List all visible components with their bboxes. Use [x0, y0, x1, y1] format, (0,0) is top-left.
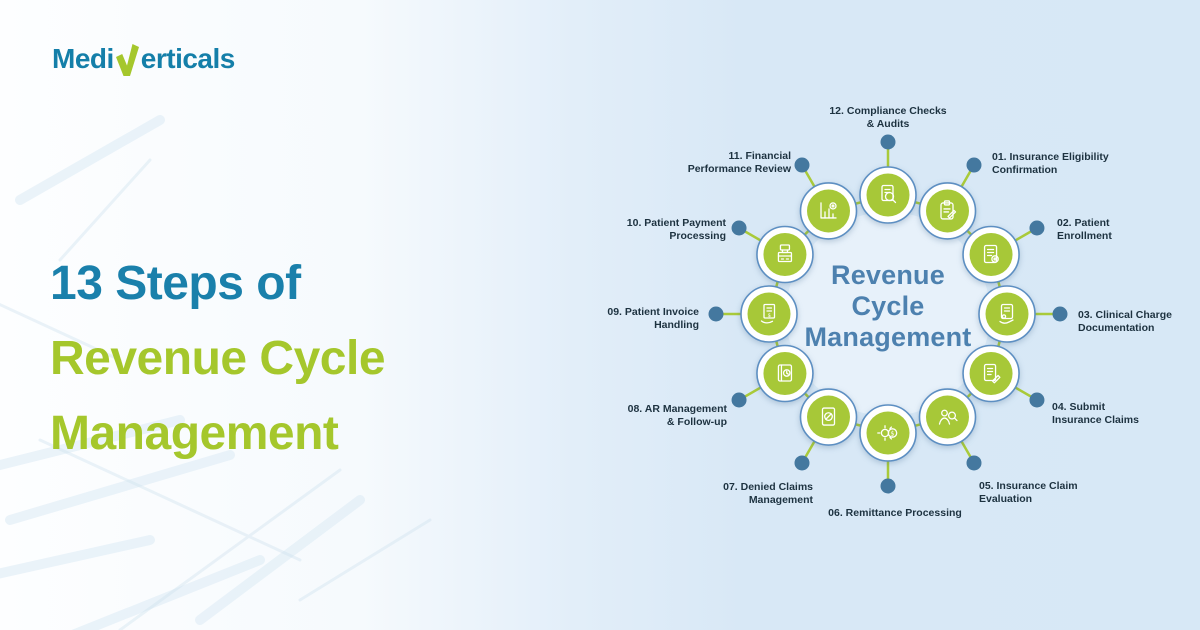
document-denied-icon — [821, 407, 836, 426]
step-07-node — [799, 388, 858, 446]
step-04-node — [962, 344, 1020, 403]
document-hand-icon — [999, 303, 1014, 324]
step-11-label-line-1: 11. Financial — [728, 150, 791, 162]
document-pencil-icon — [983, 363, 1001, 384]
step-12-node — [859, 166, 917, 224]
step-05-label-line-2: Evaluation — [979, 493, 1033, 505]
step-06-label: 06. Remittance Processing — [775, 507, 1015, 520]
page-title: 13 Steps of Revenue Cycle Management — [50, 246, 386, 471]
clipboard-pencil-icon — [940, 200, 957, 220]
step-05-label-line-1: 05. Insurance Claim — [979, 480, 1078, 492]
step-04-label-line-2: Insurance Claims — [1052, 414, 1139, 426]
diagram-center-label: Revenue Cycle Management — [758, 260, 1018, 353]
step-01-label-line-1: 01. Insurance Eligibility — [992, 151, 1109, 163]
endpoint-dot-09 — [708, 306, 724, 322]
step-10-node — [756, 225, 814, 284]
invoice-hand-icon: $ — [760, 303, 776, 324]
cash-register-icon — [777, 244, 793, 263]
brand-logo: Medi erticals — [52, 40, 235, 76]
endpoint-dot-12 — [880, 134, 896, 150]
step-04-label-line-1: 04. Submit — [1052, 401, 1106, 413]
step-08-label-line-1: 08. AR Management — [627, 403, 727, 415]
endpoint-dot-07 — [794, 455, 810, 471]
center-label-line-1: Revenue — [831, 260, 945, 290]
center-label-line-2: Cycle — [851, 291, 925, 321]
step-02-node — [962, 225, 1020, 284]
step-09-label-line-1: 09. Patient Invoice — [607, 306, 699, 318]
gear-dollar-icon: $ — [877, 425, 898, 441]
step-02-label-line-1: 02. Patient — [1057, 217, 1110, 229]
step-05-node — [918, 388, 977, 446]
svg-text:$: $ — [890, 429, 894, 437]
step-10-label-line-2: Processing — [669, 230, 726, 242]
step-03-label-line-2: Documentation — [1078, 322, 1155, 334]
document-magnifier-icon — [881, 184, 897, 204]
step-11-label-line-2: Performance Review — [687, 163, 791, 175]
rcm-cycle-diagram: $$ Revenue Cycle Management 01. Insuranc… — [560, 70, 1200, 610]
title-line-3: Management — [50, 407, 339, 460]
step-06-node: $ — [859, 404, 917, 462]
endpoint-dot-03 — [1052, 306, 1068, 322]
step-12-label-line-1: 12. Compliance Checks — [829, 105, 947, 117]
step-09-label-line-2: Handling — [654, 319, 699, 331]
step-12-label: 12. Compliance Checks& Audits — [788, 105, 988, 131]
step-11-node — [799, 182, 858, 240]
endpoint-dot-11 — [794, 157, 810, 173]
step-08-label: 08. AR Management& Follow-up — [607, 403, 727, 429]
step-08-label-line-2: & Follow-up — [666, 416, 727, 428]
endpoint-dot-04 — [1029, 392, 1045, 408]
svg-text:$: $ — [767, 313, 771, 319]
claim-review-icon — [938, 409, 958, 425]
step-03-node — [978, 285, 1036, 343]
logo-text-medi: Medi — [52, 43, 114, 74]
step-12-label-line-2: & Audits — [866, 118, 910, 130]
step-07-label-line-1: 07. Denied Claims — [723, 481, 813, 493]
step-03-label-line-1: 03. Clinical Charge — [1078, 309, 1172, 321]
title-line-2: Revenue Cycle — [50, 332, 386, 385]
endpoint-dot-01 — [966, 157, 982, 173]
v-checkmark-icon — [115, 44, 139, 76]
step-01-label-line-2: Confirmation — [992, 164, 1058, 176]
step-07-label-line-2: Management — [748, 494, 813, 506]
endpoint-dot-10 — [731, 220, 747, 236]
step-06-label-line-1: 06. Remittance Processing — [828, 507, 962, 519]
ledger-clock-icon — [777, 364, 793, 382]
logo-text-erticals: erticals — [140, 43, 236, 74]
title-line-1: 13 Steps of — [50, 257, 301, 310]
step-02-label-line-2: Enrollment — [1057, 230, 1112, 242]
endpoint-dot-06 — [880, 478, 896, 494]
center-disc — [786, 212, 990, 416]
form-gear-icon — [983, 244, 999, 264]
cycle-diagram-graphic: $$ — [708, 134, 1068, 494]
center-label-line-3: Management — [804, 322, 972, 352]
step-08-node — [756, 344, 814, 403]
endpoint-dot-02 — [1029, 220, 1045, 236]
step-10-label-line-1: 10. Patient Payment — [626, 217, 726, 229]
endpoint-dot-05 — [966, 455, 982, 471]
step-09-node: $ — [740, 285, 798, 343]
chart-gear-icon — [820, 202, 837, 219]
step-01-node — [918, 182, 977, 240]
endpoint-dot-08 — [731, 392, 747, 408]
